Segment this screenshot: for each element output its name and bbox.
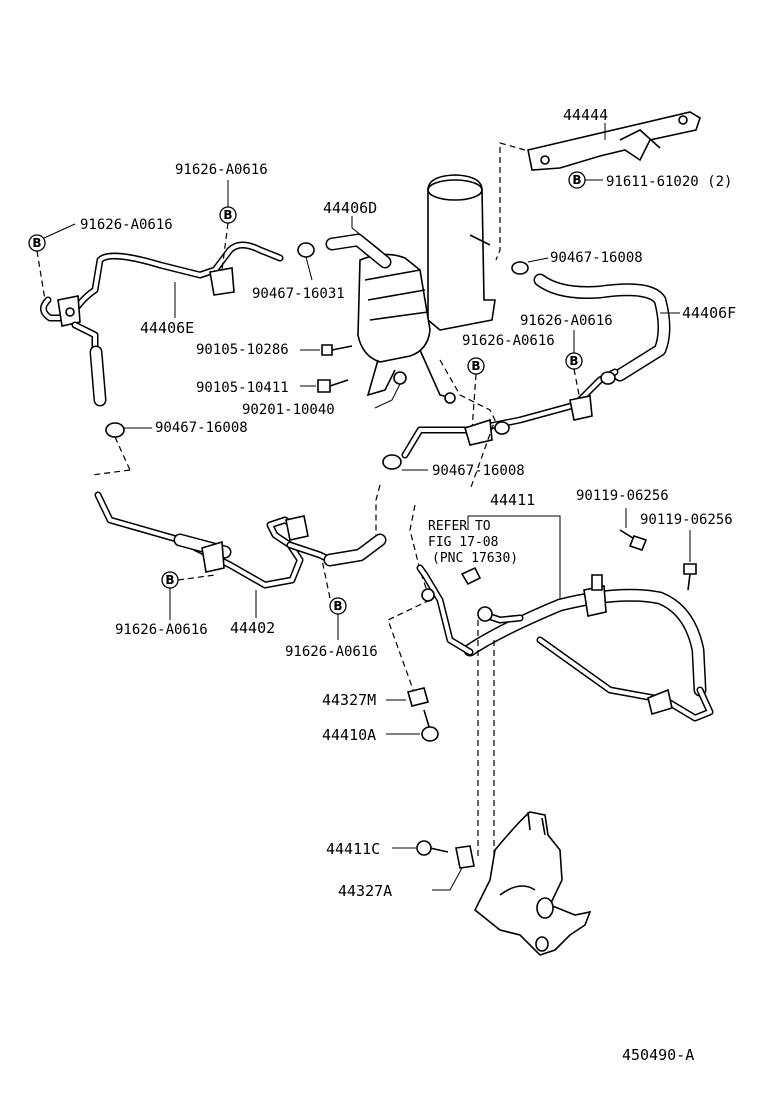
label-44411: 44411 [490, 491, 535, 509]
bracket-44444 [527, 111, 701, 171]
reservoir-tank [357, 174, 496, 404]
bolt-90119-a [619, 529, 648, 551]
label-91626-a0616-mid-right: 91626-A0616 [520, 313, 613, 329]
bolt-90105-10286 [321, 344, 353, 356]
label-90119-06256-a: 90119-06256 [576, 488, 669, 504]
svg-text:B: B [333, 599, 342, 613]
b-marker: B [219, 206, 237, 224]
refer-line-1: REFER TO [428, 519, 491, 534]
b-marker: B [568, 171, 586, 189]
b-marker: B [467, 357, 485, 375]
label-91626-a0616-bottom-mid: 91626-A0616 [285, 644, 378, 660]
clip-44327m [407, 687, 429, 707]
b-marker: B [161, 571, 179, 589]
figure-code: 450490-A [622, 1046, 694, 1064]
svg-text:B: B [572, 173, 581, 187]
label-91626-a0616-top: 91626-A0616 [175, 162, 268, 178]
label-44406f: 44406F [682, 304, 736, 322]
bolt-44410a [421, 709, 439, 742]
refer-line-2: FIG 17-08 [428, 535, 498, 550]
svg-text:B: B [471, 359, 480, 373]
power-steering-pump [473, 811, 592, 956]
b-marker: B [28, 234, 46, 252]
label-90467-16008-right: 90467-16008 [550, 250, 643, 266]
label-44406d: 44406D [323, 199, 377, 217]
label-90105-10411: 90105-10411 [196, 380, 289, 396]
svg-text:B: B [165, 573, 174, 587]
svg-text:B: B [32, 236, 41, 250]
refer-line-3: (PNC 17630) [432, 551, 518, 566]
label-91626-a0616-bottom-left: 91626-A0616 [115, 622, 208, 638]
label-91626-a0616-left: 91626-A0616 [80, 217, 173, 233]
label-44444: 44444 [563, 106, 608, 124]
label-44327m: 44327M [322, 691, 376, 709]
label-44327a: 44327A [338, 882, 392, 900]
bolt-90119-b [683, 563, 697, 591]
label-90467-16008-left: 90467-16008 [155, 420, 248, 436]
label-90105-10286: 90105-10286 [196, 342, 289, 358]
label-44410a: 44410A [322, 726, 376, 744]
label-44406e: 44406E [140, 319, 194, 337]
label-90201-10040: 90201-10040 [242, 402, 335, 418]
label-44402: 44402 [230, 619, 275, 637]
label-91626-a0616-mid: 91626-A0616 [462, 333, 555, 349]
svg-text:B: B [223, 208, 232, 222]
label-90119-06256-b: 90119-06256 [640, 512, 733, 528]
label-44411c: 44411C [326, 840, 380, 858]
label-91611-61020: 91611-61020 (2) [606, 174, 732, 190]
clip-44327a [455, 845, 475, 869]
bolt-44411c [416, 840, 449, 856]
b-marker: B [329, 597, 347, 615]
b-marker: B [565, 352, 583, 370]
bolt-90105-10411 [317, 379, 349, 393]
label-90467-16031: 90467-16031 [252, 286, 345, 302]
label-90467-16008-mid: 90467-16008 [432, 463, 525, 479]
svg-text:B: B [569, 354, 578, 368]
